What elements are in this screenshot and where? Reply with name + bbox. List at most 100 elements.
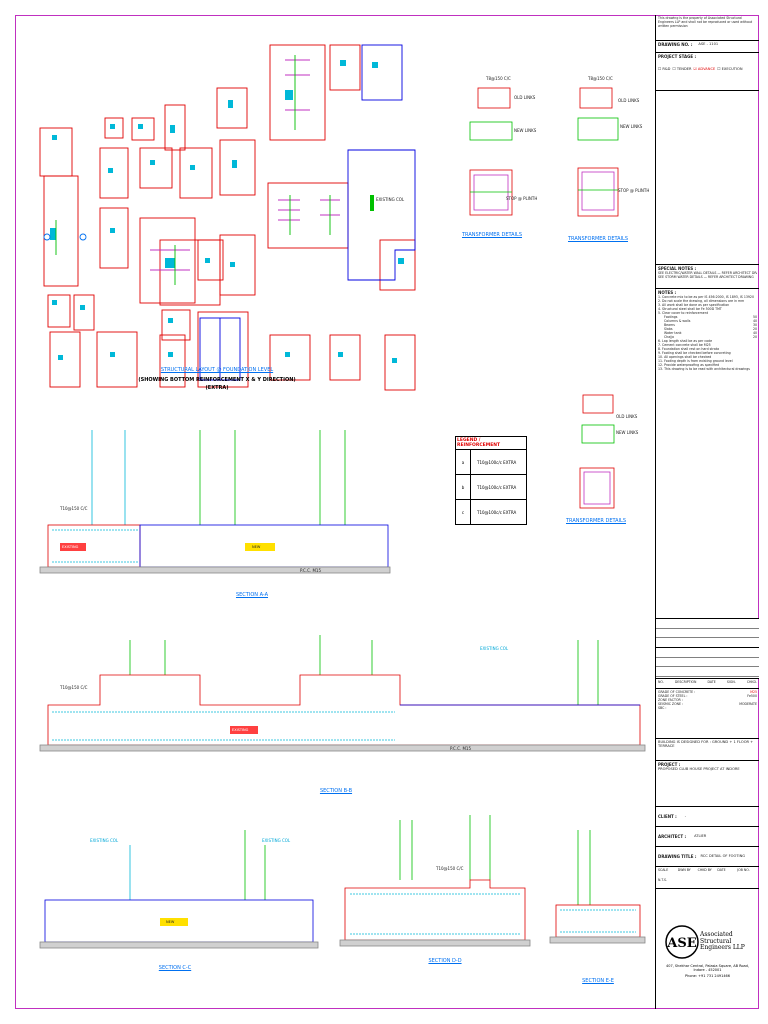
stage-option[interactable]: ☐ TENDER [672,67,692,71]
stage-option[interactable]: ☐ EXECUTION [717,67,743,71]
section-bb-caption: SECTION B-B [319,788,353,794]
legend-row: b T10@100c/c EXTRA [456,474,526,499]
plan-caption-line1: STRUCTURAL LAYOUT @ FOUNDATION LEVEL [160,367,274,373]
disclaimer: This drawing is the property of Associat… [656,15,759,41]
note-item: 6. Lap length shall be as per code [658,339,713,343]
new-links-tag-2: NEW LINKS [620,124,643,129]
grade-row: GRADE OF STEEL :Fe500 [658,694,757,698]
legend-value: T10@100c/c EXTRA [477,509,517,515]
grid-bubbles [43,233,87,241]
building-designed: BUILDING IS DESIGNED FOR : GROUND + 1 FL… [656,739,759,761]
bar-note-bb: T10@150 C/C [60,685,88,690]
stage-option[interactable]: ☐ R&D [658,67,671,71]
drawing-title-value: RCC DETAIL OF FOOTING [700,854,746,859]
note-item: 9. Footing shall be checked before concr… [658,351,731,355]
bar-tag-2: T8@150 C/C [588,76,613,81]
grade-row: SBC : [658,706,667,710]
project-stage-label: PROJECT STAGE : [658,54,697,59]
existing-col-tag: EXISTING COL [376,197,405,202]
legend-value: T10@100c/c EXTRA [477,459,517,465]
company-address: 407, Shekhar Central, Palasia Square, AB… [665,964,750,973]
legend-row: c T10@100c/c EXTRA [456,499,526,524]
revision-grid [656,619,759,679]
stage-option-selected[interactable]: ☑ ADVANCE [693,67,716,71]
note-item: 12. Provide waterproofing as specified [658,363,720,367]
note-item: 3. All work shall be done as per specifi… [658,303,730,307]
project-stage-row: PROJECT STAGE : ☐ R&D ☐ TENDER ☑ ADVANCE… [656,53,759,91]
grade-row: GRADE OF CONCRETE :M25 [658,690,757,694]
legend-key: c [456,500,471,524]
company-logo: ASE Associated Structural Engineers LLP … [660,922,755,982]
note-item: 5. Clear cover to reinforcement [658,311,708,315]
bar-note-aa: T10@150 C/C [60,506,88,511]
architect-row: ARCHITECT :ATLIER [656,827,759,847]
legend-value: T10@100c/c EXTRA [477,484,517,490]
note-item: 8. Foundation shall rest on hard strata [658,347,720,351]
existing-col-cc: EXISTING COL [90,838,119,843]
transformer-detail-3 [579,394,615,509]
special-note: SEE STORM WATER DETAILS — REFER ARCHITEC… [658,275,754,279]
transformer-detail-3-caption: TRANSFORMER DETAILS [565,518,627,524]
note-item: 4. Structural steel shall be Fe 500D TMT [658,307,722,311]
section-aa-caption: SECTION A-A [235,592,269,598]
special-note: SEE ELECTRIC/WATER WALL DETAILS — REFER … [658,271,757,275]
grade-row: ZONE FACTOR : [658,698,683,702]
old-links-tag-1: OLD LINKS [514,95,536,100]
drawing-sheet-border [15,15,759,1009]
logo-mark: ASE [666,936,696,951]
section-ee [549,830,646,944]
section-bb [39,635,646,752]
blank-area [656,91,759,265]
new-links-tag-3: NEW LINKS [616,430,639,435]
plan-caption-line3: (EXTRA) [205,385,229,391]
note-item: 1. Concrete mix to be as per IS 456:2000… [658,295,754,299]
special-notes: SPECIAL NOTES : SEE ELECTRIC/WATER WALL … [656,265,759,289]
new-tag-cc: NEW [166,920,175,924]
transformer-detail-2 [577,87,619,217]
transformer-detail-1-caption: TRANSFORMER DETAILS [461,232,523,238]
transformer-detail-1 [469,87,513,216]
stop-tag-2: STOP @ PLINTH [618,188,650,193]
company-name: Associated Structural Engineers LLP [700,931,745,952]
foundation-plan [39,44,416,391]
client-row: CLIENT :- [656,807,759,827]
legend-key: b [456,475,471,499]
architect-label: ARCHITECT : [658,834,687,839]
transformer-detail-2-caption: TRANSFORMER DETAILS [567,236,629,242]
bar-tag-1: T8@150 C/C [486,76,511,81]
existing-col-cc-2: EXISTING COL [262,838,291,843]
pcc-tag-bb: P.C.C. M15 [450,746,472,751]
old-links-tag-2: OLD LINKS [618,98,640,103]
title-block: This drawing is the property of Associat… [655,15,759,1009]
old-links-tag-3: OLD LINKS [616,414,638,419]
section-dd [339,815,531,947]
drawing-no-row: DRAWING NO. : ASE - 1101 [656,41,759,53]
note-item: 2. Do not scale the drawing, all dimensi… [658,299,745,303]
project-label: PROJECT : [658,762,681,767]
note-item: 11. Footing depth is from existing groun… [658,359,733,363]
client-value: - [684,814,687,819]
pcc-tag-aa: P.C.C. M15 [300,568,322,573]
project-row: PROJECT : PROPOSED CLUB HOUSE PROJECT AT… [656,761,759,807]
section-aa [39,430,391,574]
column-markers [50,60,404,363]
company-contact: Phone: +91 731 2491466 [684,974,730,978]
special-notes-label: SPECIAL NOTES : [658,266,697,271]
grade-table: GRADE OF CONCRETE :M25 GRADE OF STEEL :F… [656,689,759,739]
drawing-no-label: DRAWING NO. : [658,42,693,47]
existing-tag-bb: EXISTING [232,728,249,732]
section-ee-caption: SECTION E-E [582,978,614,984]
stage-options: ☐ R&D ☐ TENDER ☑ ADVANCE ☐ EXECUTION [658,67,757,71]
drawing-title-label: DRAWING TITLE : [658,854,697,859]
section-cc-caption: SECTION C-C [158,965,192,971]
existing-col-bb: EXISTING COL [480,646,509,651]
bar-note-dd: T10@150 C/C [436,866,464,871]
